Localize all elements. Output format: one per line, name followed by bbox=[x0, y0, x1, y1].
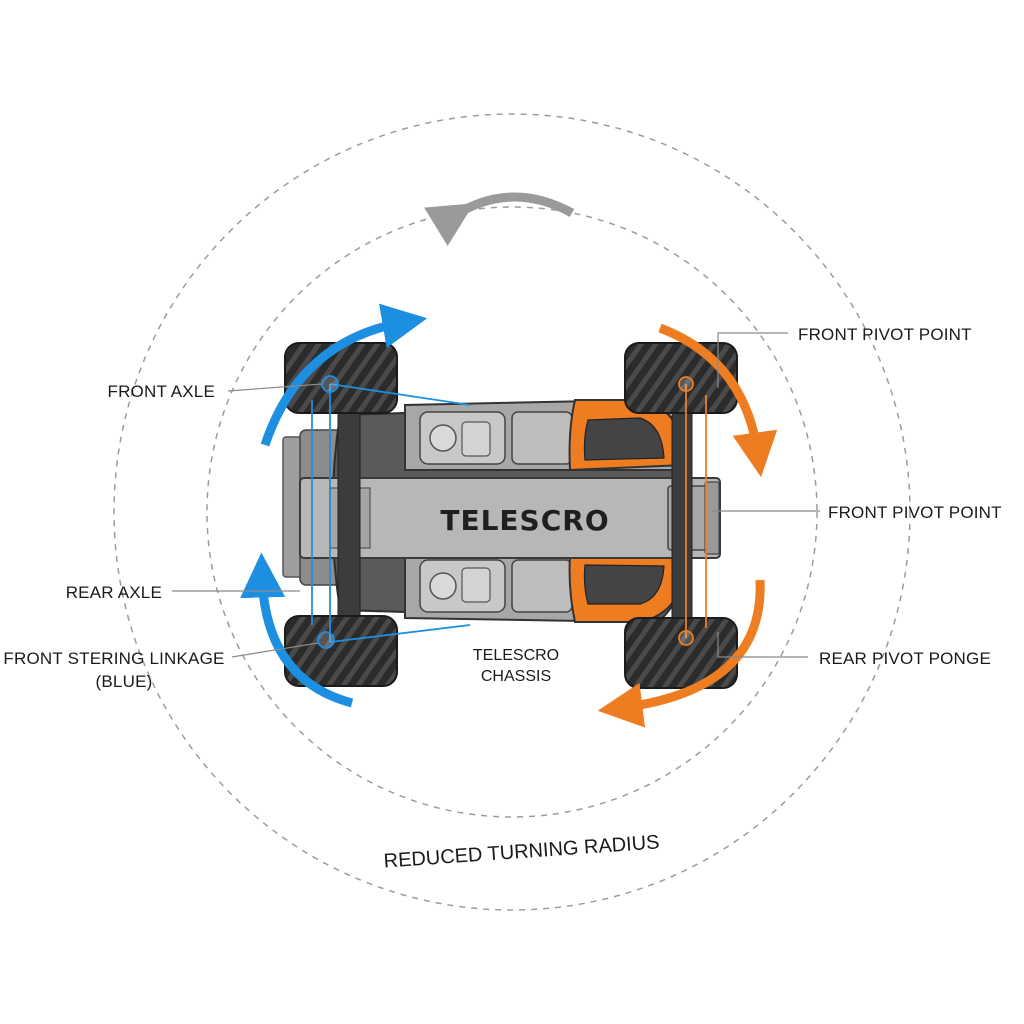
orange-arrow-top-icon bbox=[658, 323, 778, 478]
lower-seat-icon bbox=[429, 572, 457, 600]
upper-orange-window bbox=[583, 417, 665, 461]
orange-joint-top bbox=[678, 376, 694, 392]
upper-cab-panel bbox=[511, 411, 573, 465]
orange-joint-bottom bbox=[678, 630, 694, 646]
front-pivot-label-mid: FRONT PIVOT POINT bbox=[828, 503, 1002, 522]
front-axle-label: FRONT AXLE bbox=[108, 382, 216, 401]
rear-axle-label: REAR AXLE bbox=[66, 583, 162, 602]
vehicle-body: TELESCRO bbox=[282, 379, 721, 641]
chassis-label-line1: TELESCRO bbox=[473, 647, 559, 664]
lower-cab-panel bbox=[511, 559, 573, 613]
lower-console bbox=[461, 567, 491, 603]
orange-arrow-bottom-icon bbox=[597, 579, 765, 728]
blue-arrow-bottom-icon bbox=[240, 552, 354, 708]
front-axle-shaft bbox=[671, 394, 693, 626]
turning-radius-caption: REDUCED TURNING RADIUS bbox=[383, 831, 660, 872]
front-pivot-label-top: FRONT PIVOT POINT bbox=[798, 325, 972, 344]
boom-tip bbox=[704, 481, 720, 555]
upper-seat-icon bbox=[429, 424, 457, 452]
rear-pivot-label: REAR PIVOT PONGE bbox=[819, 649, 991, 668]
inner-turning-circle bbox=[206, 206, 818, 818]
rotation-arrow-icon bbox=[424, 192, 575, 246]
blue-joint-bottom bbox=[317, 631, 335, 649]
upper-console bbox=[461, 421, 491, 457]
leader-lines bbox=[172, 332, 820, 658]
front-steering-label-line2: (BLUE) bbox=[96, 672, 153, 691]
telescopic-boom bbox=[299, 477, 721, 559]
rear-steering-linkage bbox=[678, 376, 707, 646]
blue-arrow-top-icon bbox=[260, 303, 428, 447]
lower-orange-window bbox=[583, 564, 665, 605]
rear-axle-shaft bbox=[337, 379, 361, 641]
front-steering-label-line1: FRONT STERING LINKAGE bbox=[3, 649, 224, 668]
outer-turning-circle bbox=[113, 113, 911, 911]
chassis-label-line2: CHASSIS bbox=[481, 668, 551, 685]
vehicle-brand-label: TELESCRO bbox=[440, 504, 609, 537]
blue-joint-top bbox=[321, 375, 339, 393]
front-steering-linkage bbox=[311, 375, 471, 649]
